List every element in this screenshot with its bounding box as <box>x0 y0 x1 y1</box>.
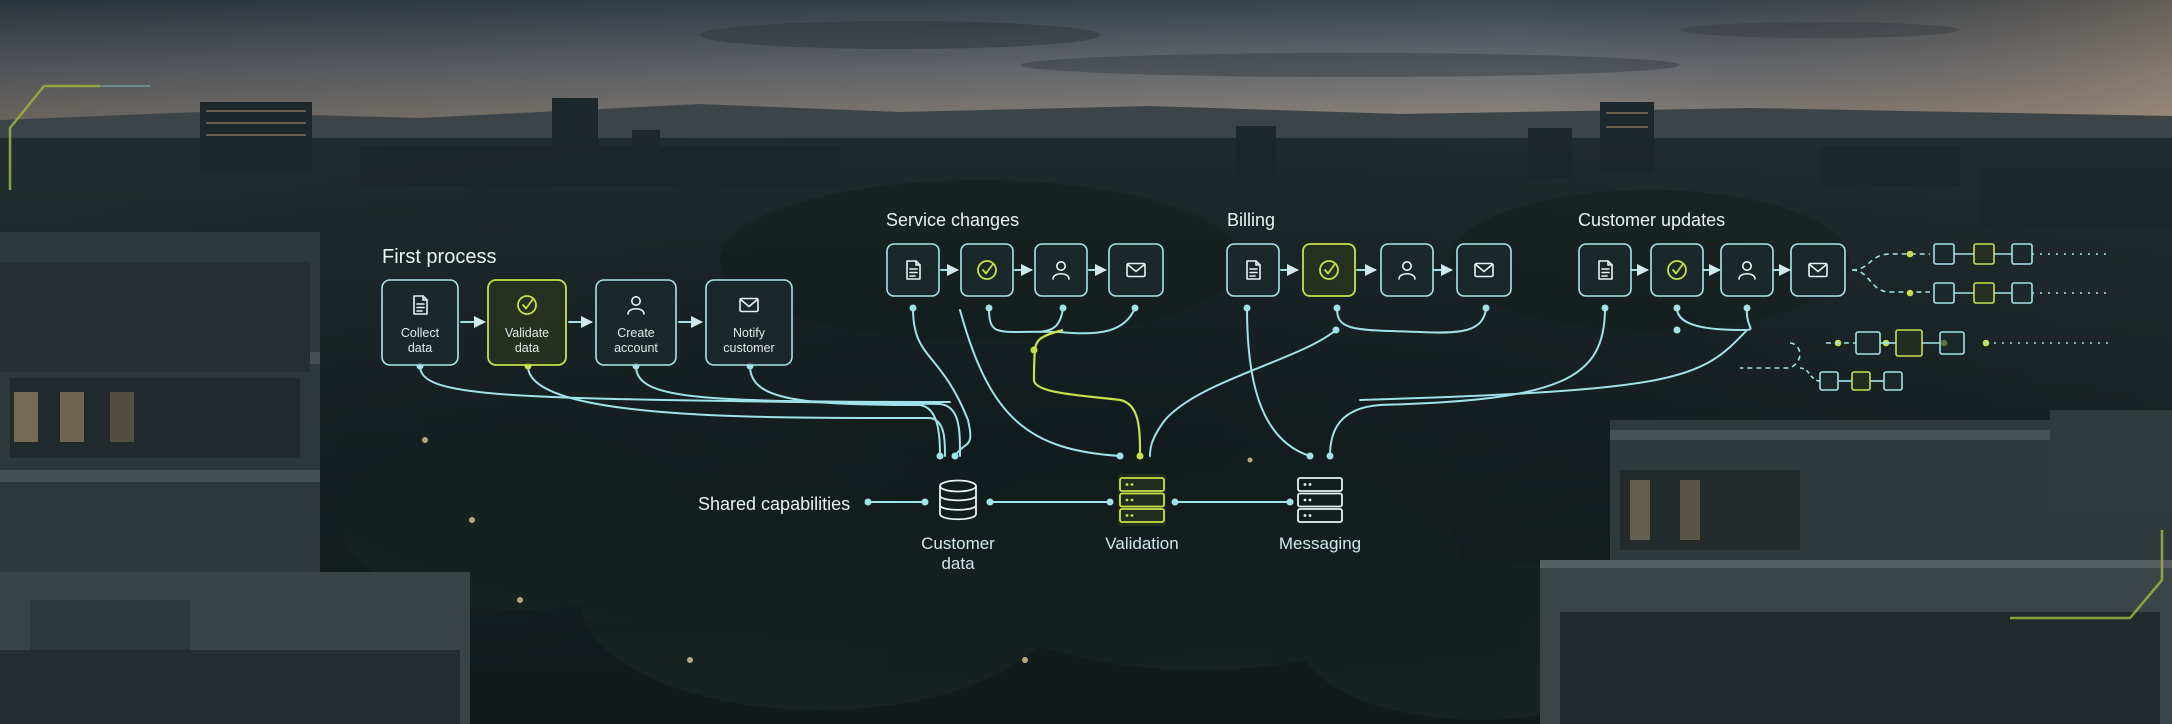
updates-step-user[interactable] <box>1720 243 1774 297</box>
capability-label-line1: Validation <box>1105 534 1178 553</box>
service-step-user[interactable] <box>1034 243 1088 297</box>
connector-dots <box>416 304 1751 506</box>
capability-label-line1: Customer <box>921 534 995 553</box>
capability-messaging[interactable]: Messaging <box>1279 477 1361 553</box>
updates-step-validate[interactable] <box>1650 243 1704 297</box>
service-step-validate[interactable] <box>960 243 1014 297</box>
capability-customer-data[interactable]: Customer data <box>921 479 995 574</box>
step-label-line1: Validate <box>505 326 549 340</box>
capability-label-line2: data <box>941 554 975 573</box>
step-label-line1: Collect <box>401 326 440 340</box>
customer-updates-group: Customer updates <box>1578 210 1846 297</box>
step-label-line1: Notify <box>733 326 766 340</box>
billing-title: Billing <box>1227 210 1275 230</box>
billing-step-validate[interactable] <box>1302 243 1356 297</box>
updates-step-mail[interactable] <box>1790 243 1846 297</box>
billing-step-user[interactable] <box>1380 243 1434 297</box>
step-label-line2: data <box>408 341 432 355</box>
service-step-document[interactable] <box>886 243 940 297</box>
step-collect-data[interactable]: Collect data <box>381 279 459 366</box>
decorative-mini-flows <box>1740 243 2110 391</box>
step-validate-data[interactable]: Validate data <box>487 279 567 366</box>
billing-step-document[interactable] <box>1226 243 1280 297</box>
first-process-title: First process <box>382 246 496 268</box>
capability-label-line1: Messaging <box>1279 534 1361 553</box>
shared-capabilities-label: Shared capabilities <box>698 494 850 514</box>
step-label-line1: Create <box>617 326 655 340</box>
step-label-line2: data <box>515 341 539 355</box>
billing-step-mail[interactable] <box>1456 243 1512 297</box>
step-notify-customer[interactable]: Notify customer <box>705 279 793 366</box>
step-create-account[interactable]: Create account <box>595 279 677 366</box>
first-process-group: First process Collect data Validate data… <box>381 246 793 366</box>
updates-step-document[interactable] <box>1578 243 1632 297</box>
service-changes-group: Service changes <box>886 210 1164 297</box>
step-label-line2: account <box>614 341 658 355</box>
connectors <box>419 264 1791 503</box>
capability-validation[interactable]: Validation <box>1105 474 1179 553</box>
service-changes-title: Service changes <box>886 210 1019 230</box>
service-step-mail[interactable] <box>1108 243 1164 297</box>
step-label-line2: customer <box>723 341 774 355</box>
customer-updates-title: Customer updates <box>1578 210 1725 230</box>
billing-group: Billing <box>1226 210 1512 297</box>
shared-capabilities: Shared capabilities Customer data Valida… <box>698 474 1361 573</box>
